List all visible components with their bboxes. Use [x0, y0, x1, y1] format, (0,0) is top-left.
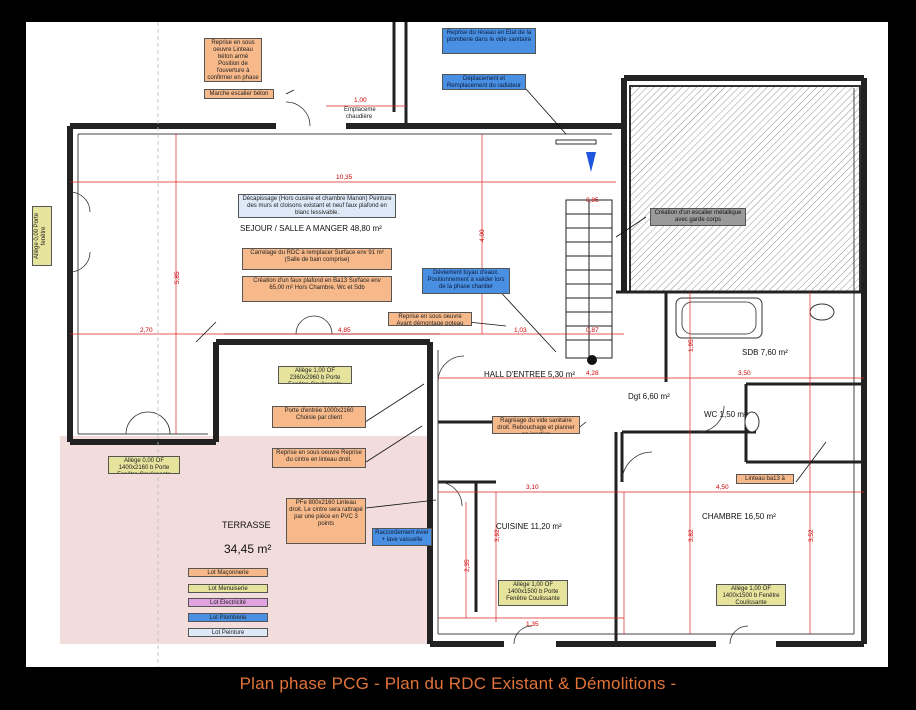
note-reprise-linteau: Reprise en sous oeuvre Reprise du cintre…	[272, 448, 366, 468]
poteau-metallique	[587, 355, 597, 365]
note-decapissage: Décapissage (Hors cuisine et chambre Man…	[238, 194, 396, 218]
legend-peinture: Lot Peinture	[188, 628, 268, 637]
dim-10: 3,10	[526, 484, 539, 491]
dim-8: 4,28	[586, 370, 599, 377]
staircase	[565, 199, 613, 359]
room-dgt: Dgt 6,60 m²	[628, 392, 670, 401]
radiator	[555, 139, 597, 145]
toilet	[744, 411, 760, 433]
note-allege-left: Allège 0,00 Porte fenêtre	[32, 206, 52, 266]
dim-12: 3,52	[808, 529, 815, 542]
plan-caption: Plan phase PCG - Plan du RDC Existant & …	[239, 674, 677, 693]
note-reprise-reseau: Reprise du réseau en Etat de la plomberi…	[442, 28, 536, 54]
note-deplacement-radiateur: Déplacement et Remplacement du radiateur	[442, 74, 526, 90]
bathtub	[675, 297, 763, 339]
annotation-arrows	[195, 88, 827, 509]
note-linteau-ba13: Linteau ba13 à reprendre	[736, 474, 794, 484]
bathtub-inner	[681, 301, 757, 335]
room-sejour: SEJOUR / SALLE A MANGER 48,80 m²	[240, 224, 382, 233]
dim-17: 3,82	[688, 529, 695, 542]
room-terrasse-area: 34,45 m²	[224, 542, 272, 556]
dim-4: 2,70	[140, 327, 153, 334]
note-emplacement: Emplacement chaudière	[344, 107, 376, 120]
dim-15: 1,95	[688, 339, 695, 352]
room-cuisine: CUISINE 11,20 m²	[496, 522, 562, 531]
note-allege-cuisine: Allège 1,00 OF 1400x1500 b Porte Fenêtre…	[498, 580, 568, 606]
interior-walls	[392, 22, 864, 644]
note-faux-plafond: Création d'un faux plafond en Ba13 Surfa…	[242, 276, 392, 302]
note-deviement: Déviement tuyau d'eaux. Positionnement à…	[422, 268, 510, 294]
blue-arrow	[586, 152, 596, 172]
dim-5: 4,85	[338, 327, 351, 334]
plan-sheet: 1,00 10,35 5,85 2,70 4,85 4,00 1,03 4,28…	[26, 22, 888, 667]
note-reprise-poteau: Reprise en sous oeuvre Avant démontage p…	[388, 312, 472, 326]
note-porte-entree: Porte d'entrée 1000x2160 Choisie par cli…	[272, 406, 366, 428]
room-chambre: CHAMBRE 16,50 m²	[702, 512, 776, 521]
note-reprise-ouverture: Reprise en sous oeuvre Linteau béton arm…	[204, 38, 262, 82]
dim-3: 5,85	[174, 271, 181, 284]
legend-plomberie: Lot Plomberie	[188, 613, 268, 622]
note-raccordement: Raccordement évier + lave vaisselle	[372, 528, 432, 546]
dim-18: 0,85	[586, 197, 599, 204]
legend-electricite: Lot Electricité	[188, 598, 268, 607]
dimension-lines	[70, 105, 864, 634]
dim-1: 1,00	[354, 97, 367, 104]
note-allege-chambre: Allège 1,00 OF 1400x1500 b Fenêtre Couli…	[716, 584, 786, 606]
room-hall: HALL D'ENTREE 5,30 m²	[484, 370, 576, 379]
washbasin	[809, 303, 835, 321]
legend-maconnerie: Lot Maçonnerie	[188, 568, 268, 577]
exterior-walls	[67, 75, 867, 647]
dim-14: 2,35	[464, 559, 471, 572]
garage-hatch	[629, 85, 861, 293]
room-terrasse: TERRASSE	[222, 520, 271, 530]
note-marche: Marche escalier béton	[204, 89, 274, 99]
floor-plan: 1,00 10,35 5,85 2,70 4,85 4,00 1,03 4,28…	[60, 22, 867, 667]
note-ragreage: Ragréage du vide sanitaire droit. Rebouc…	[492, 416, 580, 434]
note-allege-1: Allège 1,00 OF 2360x2960 b Porte Fenêtre…	[278, 366, 352, 384]
legend-menuiserie: Lot Menuiserie	[188, 584, 268, 593]
door-swings	[69, 101, 749, 645]
room-wc: WC 1,50 m²	[704, 410, 747, 419]
dim-11: 4,50	[716, 484, 729, 491]
dim-2: 10,35	[336, 174, 353, 181]
wall-lines	[77, 88, 855, 635]
note-allege-terrasse: Allège 0,00 OF 1400x2160 b Porte Fenêtre…	[108, 456, 180, 474]
note-pfe: PFe 800x2160 Linteau droit. Le cintre se…	[286, 498, 366, 544]
note-carrelage: Carrelage du RDC à remplacer Surface env…	[242, 248, 392, 270]
dim-13: 3,92	[494, 529, 501, 542]
note-escalier: Création d'un escalier métallique avec g…	[650, 208, 746, 226]
dim-6: 4,00	[479, 229, 486, 242]
dim-7: 1,03	[514, 327, 527, 334]
dim-16: 1,35	[526, 621, 539, 628]
dim-9: 3,50	[738, 370, 751, 377]
room-sdb: SDB 7,60 m²	[742, 348, 788, 357]
dim-19: 0,87	[586, 327, 599, 334]
